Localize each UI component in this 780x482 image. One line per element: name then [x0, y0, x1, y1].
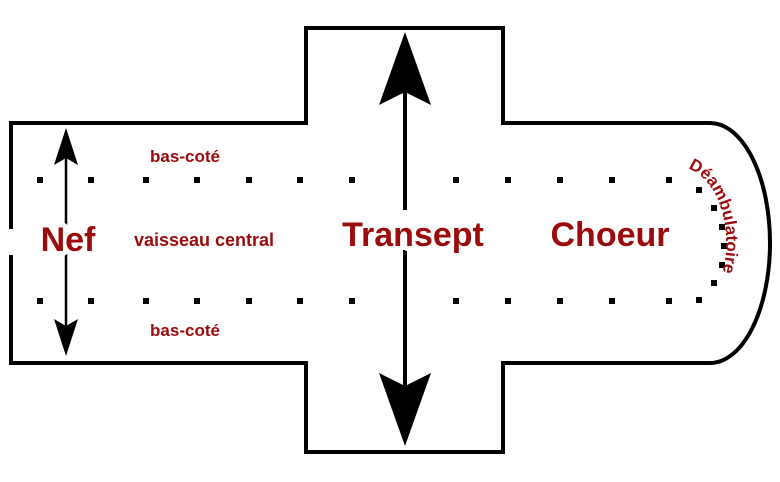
label-choeur: Choeur — [551, 216, 670, 254]
transept-length-arrow — [379, 32, 431, 446]
label-vaisseau-central: vaisseau central — [134, 230, 274, 250]
ambulatory-pillars — [696, 187, 727, 303]
plan-outline — [9, 26, 772, 454]
label-deambulatoire-path: Déambulatoire — [686, 155, 741, 276]
nave-width-arrow — [54, 128, 78, 356]
lower-pillar-row — [37, 298, 672, 304]
label-nef: Nef — [41, 221, 96, 259]
label-bas-cote-bottom: bas-coté — [150, 321, 220, 340]
upper-pillar-row — [37, 177, 672, 183]
label-deambulatoire: Déambulatoire — [686, 155, 741, 276]
label-transept: Transept — [342, 216, 484, 254]
label-bas-cote-top: bas-coté — [150, 147, 220, 166]
